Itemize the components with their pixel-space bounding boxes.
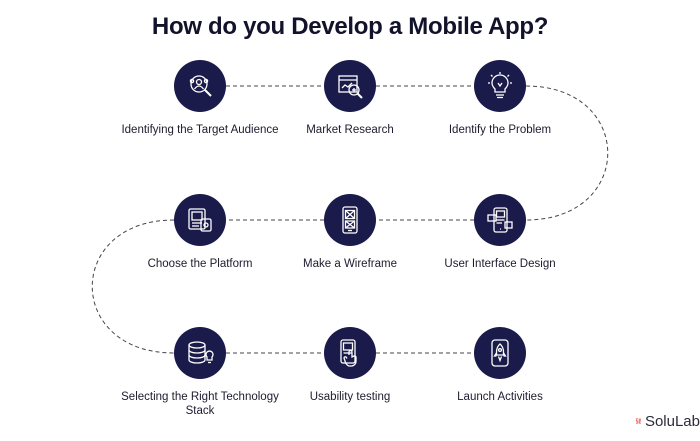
- rocket-launch-icon: [474, 327, 526, 379]
- step-market-research: Market Research: [260, 60, 440, 137]
- step-label: Choose the Platform: [147, 258, 253, 270]
- target-audience-icon: [174, 60, 226, 112]
- market-research-icon: [324, 60, 376, 112]
- wireframe-icon: [324, 194, 376, 246]
- brand-text: SoluLab: [644, 412, 700, 430]
- page-title: How do you Develop a Mobile App?: [151, 13, 549, 40]
- step-label: Identifying the Target Audience: [121, 124, 279, 136]
- step-label: Selecting the Right Technology Stack: [121, 391, 279, 417]
- step-selecting-technology-stack: Selecting the Right Technology Stack: [110, 327, 290, 418]
- step-usability-testing: Usability testing: [260, 327, 440, 404]
- step-launch-activities: Launch Activities: [410, 327, 590, 404]
- step-identifying-target-audience: Identifying the Target Audience: [110, 60, 290, 137]
- lightbulb-problem-icon: [474, 60, 526, 112]
- usability-testing-icon: [324, 327, 376, 379]
- step-label: Market Research: [306, 124, 394, 136]
- brand-logo: SoluLab: [636, 410, 700, 432]
- step-label: Make a Wireframe: [303, 258, 397, 270]
- step-label: Identify the Problem: [448, 124, 552, 136]
- solulab-logo-icon: [636, 418, 641, 424]
- step-identify-the-problem: Identify the Problem: [410, 60, 590, 137]
- step-label: User Interface Design: [444, 258, 556, 270]
- step-label: Launch Activities: [457, 391, 543, 403]
- step-label: Usability testing: [309, 391, 391, 403]
- ui-design-icon: [474, 194, 526, 246]
- step-make-a-wireframe: Make a Wireframe: [260, 194, 440, 271]
- technology-stack-icon: [174, 327, 226, 379]
- step-choose-the-platform: Choose the Platform: [110, 194, 290, 271]
- platform-icon: [174, 194, 226, 246]
- step-user-interface-design: User Interface Design: [410, 194, 590, 271]
